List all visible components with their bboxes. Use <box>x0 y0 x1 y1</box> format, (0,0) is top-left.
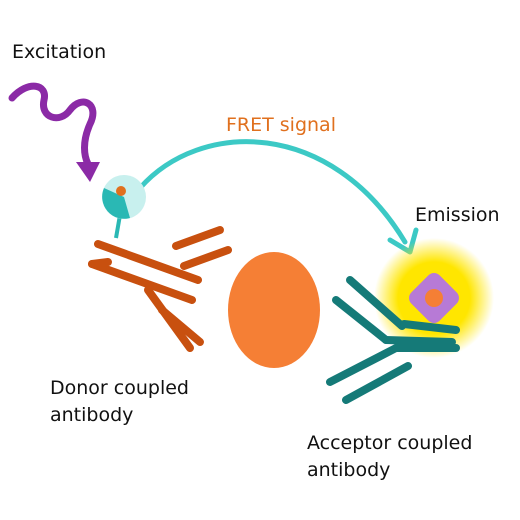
excitation-label: Excitation <box>12 41 107 63</box>
excitation-wave-arrow <box>8 82 100 182</box>
donor-label-line-2: antibody <box>50 404 134 426</box>
fret-signal-label: FRET signal <box>226 114 336 136</box>
acceptor-label-line-1: Acceptor coupled <box>307 432 473 454</box>
donor-antibody-label: Donor coupled antibody <box>50 375 189 429</box>
donor-antibody <box>88 226 232 352</box>
acceptor-antibody <box>326 276 460 404</box>
acceptor-antibody-label: Acceptor coupled antibody <box>307 430 472 484</box>
fret-signal-arrow <box>137 139 419 255</box>
donor-label-line-1: Donor coupled <box>50 377 189 399</box>
emission-label: Emission <box>415 204 500 226</box>
acceptor-label-line-2: antibody <box>307 459 391 481</box>
donor-fluorophore <box>102 175 146 239</box>
acceptor-fluorophore <box>409 273 459 323</box>
antigen <box>228 252 320 368</box>
